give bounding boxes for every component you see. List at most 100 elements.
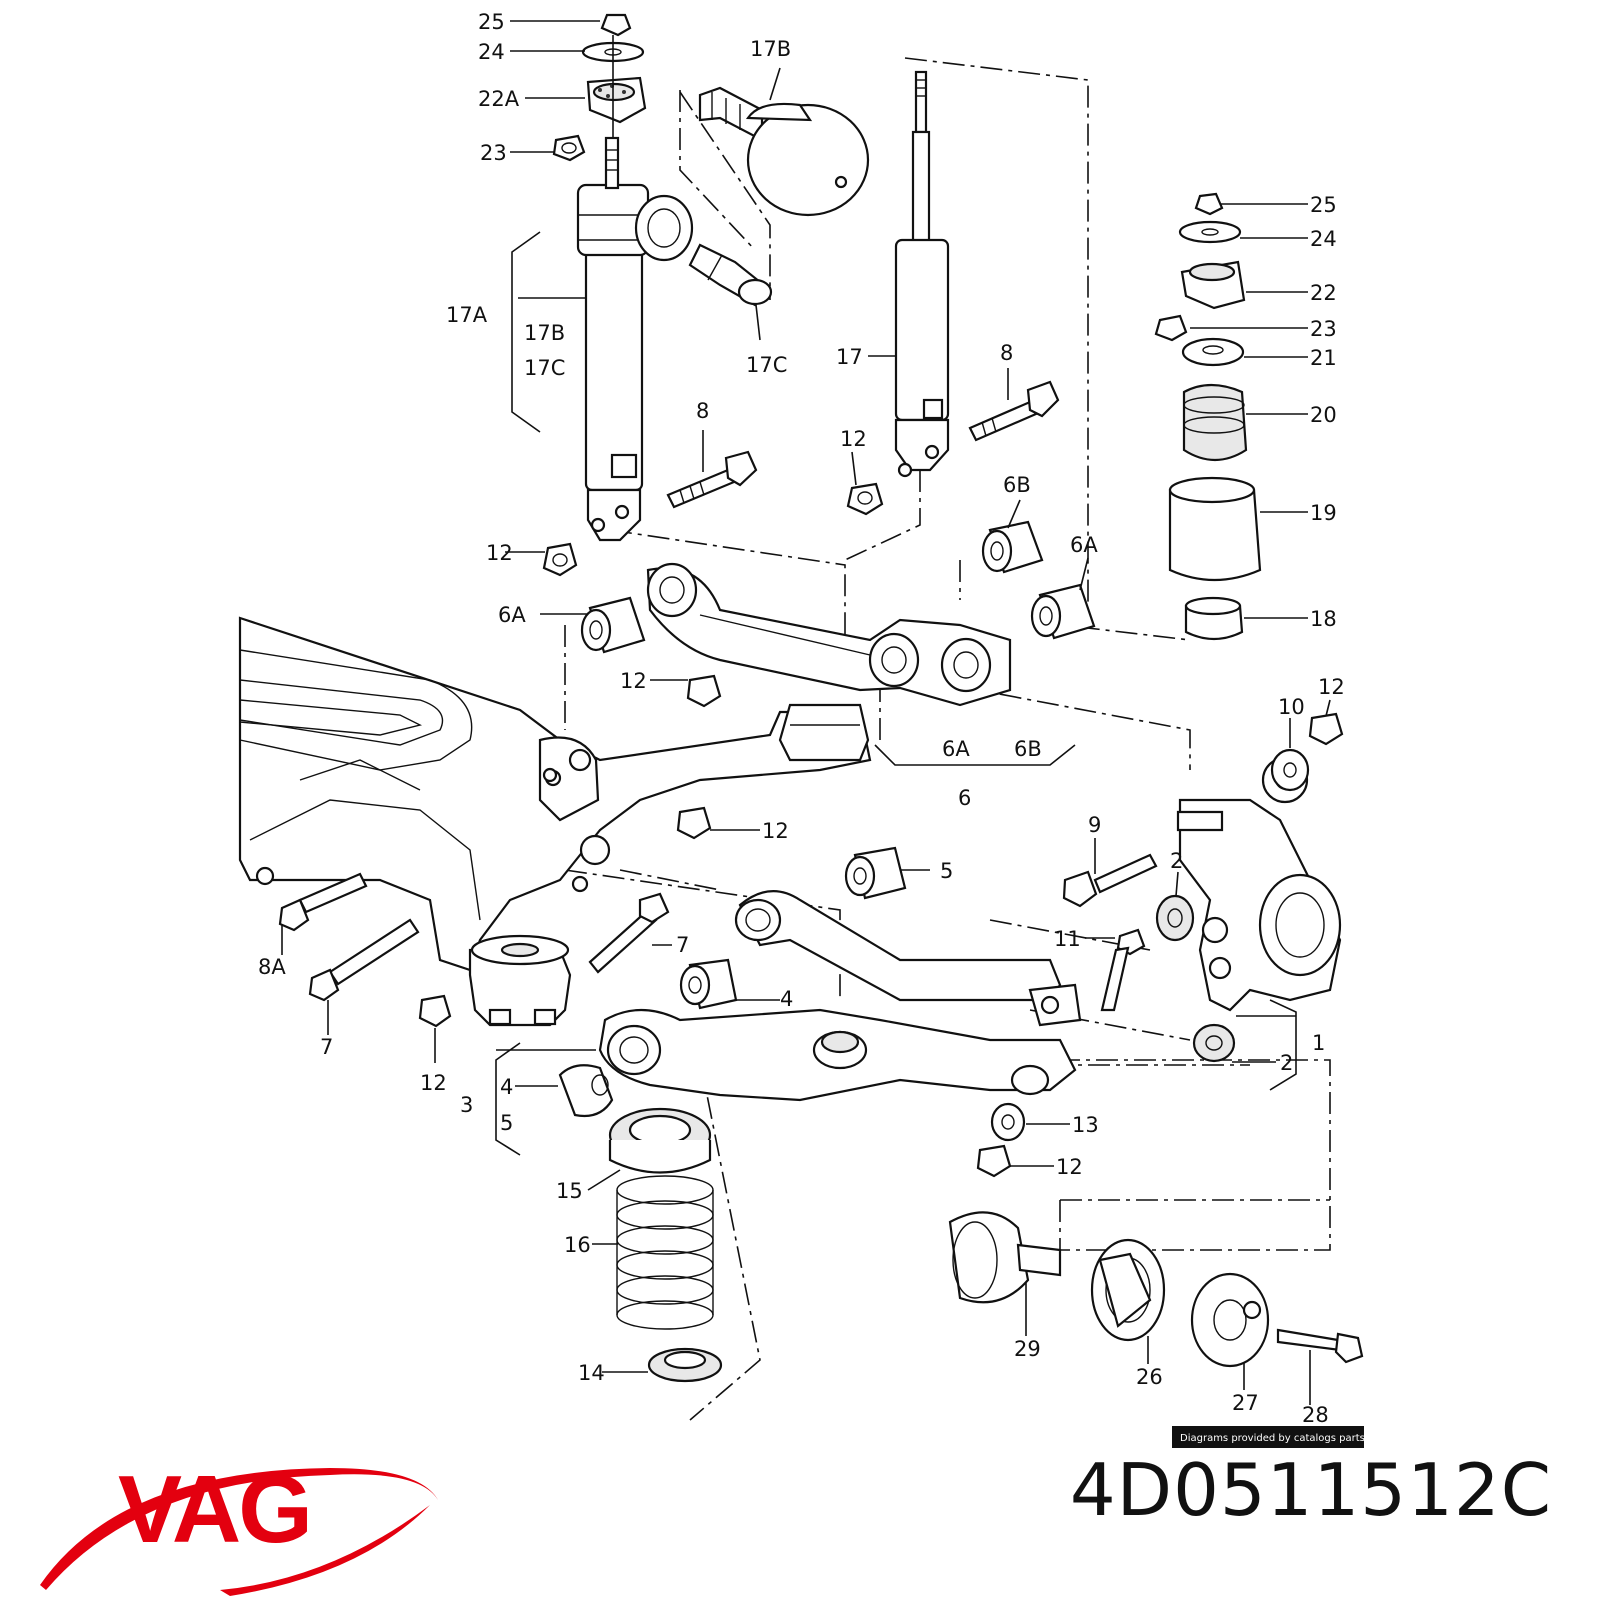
callout-17c-b: 17C bbox=[746, 353, 787, 377]
callout-17b: 17B bbox=[524, 321, 565, 345]
callout-23-right: 23 bbox=[1310, 317, 1337, 341]
callout-labels: 25 24 22A 23 17B 17A 17B 17C 17C 8 12 17… bbox=[258, 10, 1345, 1427]
callout-17a: 17A bbox=[446, 303, 488, 327]
upper-control-arm-6 bbox=[646, 562, 1012, 707]
callout-19: 19 bbox=[1310, 501, 1337, 525]
callout-18: 18 bbox=[1310, 607, 1337, 631]
callout-1: 1 bbox=[1312, 1031, 1325, 1055]
nut-12-f bbox=[1308, 712, 1344, 746]
callout-22: 22 bbox=[1310, 281, 1337, 305]
callout-21: 21 bbox=[1310, 346, 1337, 370]
bolt-7-right bbox=[588, 892, 670, 974]
bolt-11 bbox=[1100, 928, 1146, 1012]
callout-12-c: 12 bbox=[620, 669, 647, 693]
callout-7-right: 7 bbox=[676, 933, 689, 957]
callout-28: 28 bbox=[1302, 1403, 1329, 1427]
shock-absorber-17a bbox=[576, 136, 694, 542]
nut-12-d bbox=[676, 806, 712, 840]
callout-15: 15 bbox=[556, 1179, 583, 1203]
vag-logo: VAG bbox=[40, 1456, 438, 1596]
callout-27: 27 bbox=[1232, 1391, 1259, 1415]
vag-logo-text: VAG bbox=[118, 1456, 310, 1563]
credit-text: Diagrams provided by catalogs parts bbox=[1180, 1433, 1365, 1444]
callout-12-d: 12 bbox=[762, 819, 789, 843]
callout-12-e: 12 bbox=[420, 1071, 447, 1095]
callout-6a-bottom: 6A bbox=[942, 737, 970, 761]
nut-12-e bbox=[418, 994, 452, 1028]
callout-17c: 17C bbox=[524, 356, 565, 380]
bushing-2-upper bbox=[1155, 894, 1195, 942]
washer-10 bbox=[1270, 748, 1310, 792]
callout-7-left: 7 bbox=[320, 1035, 333, 1059]
wheel-carrier-1 bbox=[1176, 756, 1342, 1012]
callout-8a: 8A bbox=[258, 955, 286, 979]
wheel-hub-27 bbox=[1190, 1272, 1270, 1368]
callout-20: 20 bbox=[1310, 403, 1337, 427]
callout-26: 26 bbox=[1136, 1365, 1163, 1389]
callout-6a-left: 6A bbox=[498, 603, 526, 627]
callout-11: 11 bbox=[1054, 927, 1081, 951]
bolt-8-left bbox=[666, 450, 758, 509]
callout-6b-top: 6B bbox=[1003, 473, 1031, 497]
bolt-7-left bbox=[308, 918, 420, 1002]
callout-24: 24 bbox=[478, 40, 505, 64]
spring-seat-14 bbox=[647, 1347, 723, 1383]
spring-pad-15 bbox=[608, 1107, 712, 1174]
callout-23: 23 bbox=[480, 141, 507, 165]
callout-17b-top: 17B bbox=[750, 37, 791, 61]
bushing-6b bbox=[981, 520, 1044, 574]
top-mount-left bbox=[552, 13, 647, 162]
shock-absorber-17 bbox=[894, 70, 950, 478]
leader-lines bbox=[281, 20, 1331, 1405]
callout-17: 17 bbox=[836, 345, 863, 369]
bolt-8-right bbox=[968, 380, 1060, 442]
bushing-4-lower bbox=[558, 1064, 614, 1118]
callout-14: 14 bbox=[578, 1361, 605, 1385]
part-number: 4D0511512C bbox=[1069, 1448, 1552, 1532]
bump-stop-17b bbox=[698, 86, 870, 217]
callout-10: 10 bbox=[1278, 695, 1305, 719]
callout-2-lower: 2 bbox=[1280, 1051, 1293, 1075]
callout-12-f: 12 bbox=[1318, 675, 1345, 699]
callout-6b-bottom: 6B bbox=[1014, 737, 1042, 761]
callout-9: 9 bbox=[1088, 813, 1101, 837]
bolt-9 bbox=[1062, 853, 1158, 908]
bushing-sleeve-17c bbox=[688, 243, 773, 307]
bushing-6a-left bbox=[580, 596, 646, 654]
callout-12-a: 12 bbox=[486, 541, 513, 565]
callout-29: 29 bbox=[1014, 1337, 1041, 1361]
credit-banner: Diagrams provided by catalogs parts bbox=[1172, 1426, 1365, 1448]
callout-8-right: 8 bbox=[1000, 341, 1013, 365]
callout-12-b: 12 bbox=[840, 427, 867, 451]
lower-control-arm-3 bbox=[598, 890, 1082, 1102]
nut-12-a bbox=[542, 542, 578, 577]
nut-12-b bbox=[846, 482, 884, 516]
callout-5-lower: 5 bbox=[500, 1111, 513, 1135]
bushing-5-upper bbox=[844, 846, 907, 900]
callout-25-right: 25 bbox=[1310, 193, 1337, 217]
hub-bolt-28 bbox=[1276, 1328, 1364, 1364]
bolt-8a bbox=[278, 872, 368, 932]
callout-3: 3 bbox=[460, 1093, 473, 1117]
coil-spring-16 bbox=[616, 1175, 714, 1330]
callout-22a: 22A bbox=[478, 87, 520, 111]
drive-shaft-29 bbox=[948, 1211, 1062, 1304]
washer-13 bbox=[990, 1102, 1026, 1142]
callout-24-right: 24 bbox=[1310, 227, 1337, 251]
callout-5-upper: 5 bbox=[940, 859, 953, 883]
nut-12-c bbox=[686, 674, 722, 708]
callout-4-upper: 4 bbox=[780, 987, 793, 1011]
callout-4-lower: 4 bbox=[500, 1075, 513, 1099]
bushing-4-upper bbox=[679, 958, 738, 1010]
bushing-6a-right bbox=[1030, 583, 1096, 640]
callout-12-g: 12 bbox=[1056, 1155, 1083, 1179]
callout-13: 13 bbox=[1072, 1113, 1099, 1137]
bushing-2-lower bbox=[1192, 1023, 1236, 1063]
nut-12-g bbox=[976, 1144, 1012, 1178]
callout-8-left: 8 bbox=[696, 399, 709, 423]
callout-6: 6 bbox=[958, 786, 971, 810]
top-mount-right-stack bbox=[1154, 192, 1262, 641]
callout-2-upper: 2 bbox=[1170, 849, 1183, 873]
subframe bbox=[238, 616, 872, 1027]
